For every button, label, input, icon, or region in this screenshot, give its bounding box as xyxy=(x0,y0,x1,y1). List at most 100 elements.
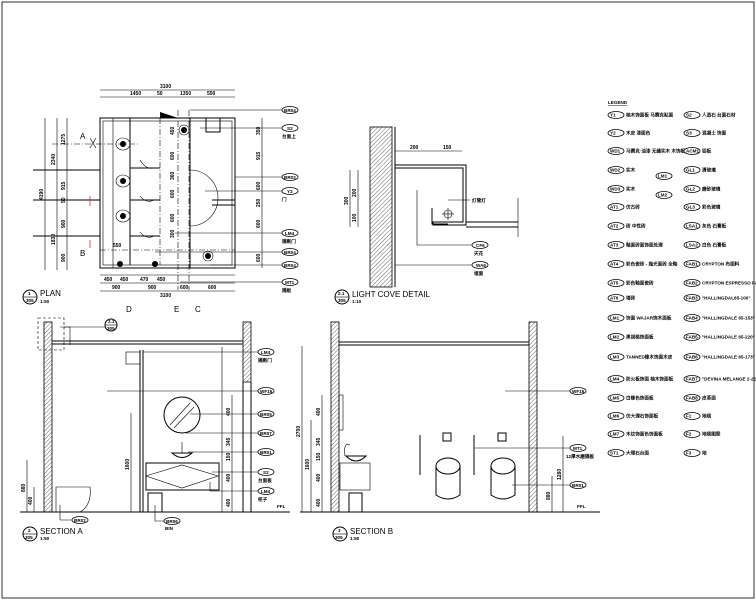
legend-code: AT5 xyxy=(610,281,619,286)
drawing-text: 1 xyxy=(28,291,31,296)
drawing-text: WF15 xyxy=(260,389,273,394)
legend-tag xyxy=(655,191,673,199)
legend-label: 实木 xyxy=(626,167,636,174)
drawing-text: 台面板 xyxy=(258,477,272,484)
legend-label: 混凝土 饰面 xyxy=(702,130,727,137)
legend-code: FAB1 xyxy=(686,262,698,267)
legend-label: 彩色釉面瓷砖 xyxy=(625,280,654,287)
drawing-text: 305 xyxy=(335,535,343,540)
drawing-text: 1:50 xyxy=(40,299,50,304)
drawing-text: 345 xyxy=(226,437,232,446)
legend-code: WD2 xyxy=(610,168,621,173)
drawing-text: 2700 xyxy=(296,426,302,437)
drawing-text: 305 xyxy=(26,298,34,303)
dim-label: 4190 xyxy=(39,189,45,200)
legend-tag xyxy=(655,172,673,180)
legend-tag xyxy=(683,147,701,155)
legend-label: "HALLINGDAL65-100" xyxy=(702,296,751,301)
legend-label: 彩色玻璃 xyxy=(701,204,721,211)
drawing-text: 1600 xyxy=(305,459,311,470)
legend-label: "DEVINA MELANGE 2-220" FABRIC xyxy=(702,377,756,382)
tag-code: BR04 xyxy=(284,250,296,255)
legend-label: 釉面砖面饰面处理 xyxy=(626,242,663,249)
drawing-text: 3 xyxy=(338,528,341,533)
legend-code: LSA1 xyxy=(686,224,698,229)
dim-label: 915 xyxy=(61,181,67,190)
legend-label: 白色 石膏板 xyxy=(702,242,727,249)
drawing-text: 2 xyxy=(28,528,31,533)
section-a: 400 345 150 400 400 1600 880 400 2700 FF… xyxy=(20,317,303,542)
dim-label: 600 xyxy=(170,213,176,222)
drawing-text: 400 xyxy=(316,498,322,507)
legend-code: LM1 xyxy=(658,174,668,179)
legend-tag xyxy=(683,394,701,402)
legend-label: 马赛克·油漆 无缝实木 木饰板 xyxy=(626,148,686,155)
legend-code: LM7 xyxy=(610,432,620,437)
legend-label: 饰面 WAJAR饰木面板 xyxy=(625,315,672,322)
legend-code: Y1 xyxy=(610,113,616,118)
grid-label: B xyxy=(80,249,85,258)
dim-label: 900 xyxy=(61,253,67,262)
legend-label: 灰色 石膏板 xyxy=(702,223,727,230)
legend-tag xyxy=(683,279,701,287)
drawing-text: 880 xyxy=(21,483,27,492)
legend-tag xyxy=(683,412,701,420)
legend-code: LM4 xyxy=(610,377,620,382)
dim-label: 2340 xyxy=(51,154,57,165)
legend-label: "HALLINGDALE 65-173" FABRIC xyxy=(702,355,756,360)
legend-tag xyxy=(683,449,701,457)
legend-code: AT1 xyxy=(610,205,619,210)
legend-code: GL1 xyxy=(686,168,695,173)
legend-tag xyxy=(683,375,701,383)
drawing-text: S2 xyxy=(263,470,269,475)
drawing-text: SECTION A xyxy=(40,527,83,536)
legend-code: AT3 xyxy=(610,243,619,248)
legend-code: F1 xyxy=(686,414,692,419)
drawing-text: CF6 xyxy=(476,243,485,248)
dim-label: 600 xyxy=(256,181,262,190)
legend-label: 大理石台面 xyxy=(626,450,649,457)
legend-tag xyxy=(607,222,625,230)
legend-label: "HALLINGDALE 65-220" FABRIC xyxy=(702,335,756,340)
legend-label: 地 xyxy=(702,450,707,457)
drawing-text: 400 xyxy=(226,407,232,416)
legend-label: 柚木饰面板 马赛克贴面 xyxy=(626,112,674,119)
legend-tag xyxy=(607,375,625,383)
drawing-text: 305 xyxy=(25,535,33,540)
drawing-text: 400 xyxy=(316,473,322,482)
legend-code: GL2 xyxy=(686,187,695,192)
drawing-text: WF15 xyxy=(572,389,585,394)
tag-code: BR04 xyxy=(284,263,296,268)
drawing-text: 345 xyxy=(316,437,322,446)
legend-tag xyxy=(607,394,625,402)
legend-label: 实木 xyxy=(626,186,636,193)
drawing-text: LIGHT COVE DETAIL xyxy=(352,290,430,299)
legend-tag xyxy=(683,111,701,119)
legend-code: FAB7 xyxy=(686,377,698,382)
legend-label: 磨砂玻璃 xyxy=(701,186,721,193)
legend-code: FAB6 xyxy=(686,355,698,360)
drawing-text: 墙面 xyxy=(474,270,484,277)
grid-label: D xyxy=(126,305,132,314)
legend-tag xyxy=(683,353,701,361)
legend-code: WD3 xyxy=(610,187,621,192)
legend-tag xyxy=(683,166,701,174)
tag-code: MT1 xyxy=(285,280,295,285)
drawing-text: BR01 xyxy=(260,450,272,455)
drawing-text: FFL xyxy=(277,504,286,509)
drawing-text: BR05 xyxy=(260,412,272,417)
legend-code: ST1 xyxy=(610,451,619,456)
dim-label: 3100 xyxy=(160,293,171,299)
drawing-text: 1600 xyxy=(125,459,131,470)
legend-tag xyxy=(607,333,625,341)
drawing-text: 400 xyxy=(28,496,34,505)
legend-code: WD1 xyxy=(610,149,621,154)
dim-label: 600 xyxy=(180,285,189,291)
dim-label: 200 xyxy=(410,145,419,151)
dim-label: 450 xyxy=(120,277,129,283)
legend-code: LSA2 xyxy=(686,243,698,248)
dim-label: 915 xyxy=(256,151,262,160)
